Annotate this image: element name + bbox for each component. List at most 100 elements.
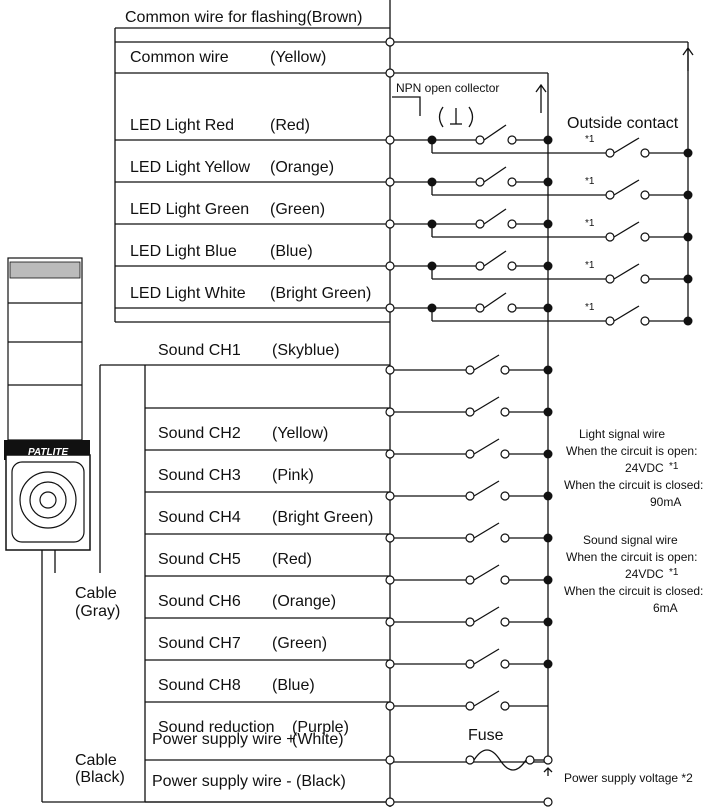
- led-row-name: LED Light White: [130, 285, 246, 302]
- common-wire-name: Common wire: [130, 49, 229, 66]
- cable-gray-color: (Gray): [75, 603, 120, 620]
- led-switch-blade: [483, 208, 507, 225]
- led-wire-terminal: [385, 135, 395, 145]
- sound-row-name: Sound CH6: [158, 593, 241, 610]
- sound-switch-blade: [473, 480, 500, 497]
- power-row-name: Power supply wire +: [152, 731, 296, 748]
- outside-contact-switch-terminal-left: [605, 148, 615, 158]
- light-signal-open-value: 24VDC: [625, 461, 664, 475]
- fuse-terminal-left: [465, 755, 475, 765]
- sound-switch-terminal-right: [500, 407, 510, 417]
- sound-switch-terminal-left: [465, 659, 475, 669]
- sound-switch-terminal-right: [500, 701, 510, 711]
- sound-wire-terminal: [385, 407, 395, 417]
- sound-switch-blade: [473, 648, 500, 665]
- signal-tower-device: [4, 257, 91, 573]
- power-terminal-negative: [543, 797, 553, 807]
- static-wiring: [41, 0, 694, 807]
- sound-wire-terminal: [385, 575, 395, 585]
- power-row-name: Power supply wire -: [152, 773, 292, 790]
- led-row-color: (Red): [270, 117, 310, 134]
- outside-contact-switch-blade: [613, 137, 640, 154]
- outside-contact-switch-blade: [613, 263, 640, 280]
- sound-switch-terminal-left: [465, 407, 475, 417]
- fuse-terminal-right: [525, 755, 535, 765]
- led-row-color: (Bright Green): [270, 285, 371, 302]
- sound-bus-junction: [543, 365, 553, 375]
- led-switch-terminal-right: [507, 261, 517, 271]
- sound-bus-junction: [543, 659, 553, 669]
- light-signal-title: Light signal wire: [579, 427, 665, 441]
- common-wire-terminal: [385, 68, 395, 78]
- led-bus-junction: [543, 261, 553, 271]
- sound-row-color: (Orange): [272, 593, 336, 610]
- outside-contact-switch-blade: [613, 179, 640, 196]
- sound-switch-terminal-right: [500, 617, 510, 627]
- cable-black-label: Cable: [75, 752, 117, 769]
- sound-row-name: Sound CH3: [158, 467, 241, 484]
- outside-contact-junction: [683, 274, 693, 284]
- sound-switch-terminal-left: [465, 617, 475, 627]
- led-switch-terminal-right: [507, 219, 517, 229]
- sound-row-name: Sound CH7: [158, 635, 241, 652]
- led-row-name: LED Light Yellow: [130, 159, 251, 176]
- led-switch-terminal-left: [475, 303, 485, 313]
- led-row-color: (Blue): [270, 243, 313, 260]
- led-switch-terminal-left: [475, 219, 485, 229]
- led-switch-terminal-left: [475, 261, 485, 271]
- light-signal-closed-label: When the circuit is closed:: [564, 478, 703, 492]
- sound-signal-open-note: *1: [669, 567, 679, 578]
- sound-switch-blade: [473, 564, 500, 581]
- sound-switch-terminal-right: [500, 365, 510, 375]
- sound-wire-terminal: [385, 449, 395, 459]
- light-signal-closed-value: 90mA: [650, 495, 681, 509]
- sound-bus-junction: [543, 491, 553, 501]
- sound-switch-terminal-left: [465, 533, 475, 543]
- outside-contact-switch-terminal-right: [640, 190, 650, 200]
- sound-signal-closed-value: 6mA: [653, 601, 678, 615]
- outside-contact-note: *1: [585, 134, 595, 145]
- outside-contact-note: *1: [585, 218, 595, 229]
- sound-row-name: Sound CH4: [158, 509, 241, 526]
- power-terminal-positive: [543, 755, 553, 765]
- sound-bus-junction: [543, 407, 553, 417]
- sound-bus-junction: [543, 617, 553, 627]
- led-row-name: LED Light Green: [130, 201, 249, 218]
- sound-bus-junction: [543, 533, 553, 543]
- led-switch-terminal-right: [507, 303, 517, 313]
- led-switch-terminal-left: [475, 177, 485, 187]
- fuse-symbol: [473, 749, 527, 771]
- device-brand-logo: PATLITE: [28, 447, 69, 458]
- led-row-color: (Green): [270, 201, 325, 218]
- led-switch-terminal-right: [507, 177, 517, 187]
- outside-contact-junction: [683, 148, 693, 158]
- sound-switch-terminal-right: [500, 659, 510, 669]
- light-signal-open-label: When the circuit is open:: [566, 444, 697, 458]
- sound-switch-blade: [473, 690, 500, 707]
- led-wire-terminal: [385, 177, 395, 187]
- sound-switch-blade: [473, 396, 500, 413]
- outside-contact-switch-terminal-right: [640, 274, 650, 284]
- power-row-color: (Black): [296, 773, 346, 790]
- sound-wire-terminal: [385, 617, 395, 627]
- outside-contact-switch-terminal-left: [605, 316, 615, 326]
- sound-row-color: (Skyblue): [272, 342, 340, 359]
- led-switch-blade: [483, 124, 507, 141]
- sound-bus-junction: [543, 575, 553, 585]
- led-row-name: LED Light Red: [130, 117, 234, 134]
- sound-wire-terminal: [385, 659, 395, 669]
- led-wire-terminal: [385, 219, 395, 229]
- power-wire-terminal: [385, 755, 395, 765]
- sound-row-name: Sound CH5: [158, 551, 241, 568]
- outside-contact-switch-blade: [613, 305, 640, 322]
- outside-contact-switch-blade: [613, 221, 640, 238]
- led-row-name: LED Light Blue: [130, 243, 237, 260]
- sound-signal-closed-label: When the circuit is closed:: [564, 584, 703, 598]
- sound-row-name: Sound reduction: [158, 719, 275, 736]
- sound-wire-terminal: [385, 701, 395, 711]
- led-row-color: (Orange): [270, 159, 334, 176]
- sound-row-color: (Yellow): [272, 425, 328, 442]
- sound-switch-terminal-right: [500, 491, 510, 501]
